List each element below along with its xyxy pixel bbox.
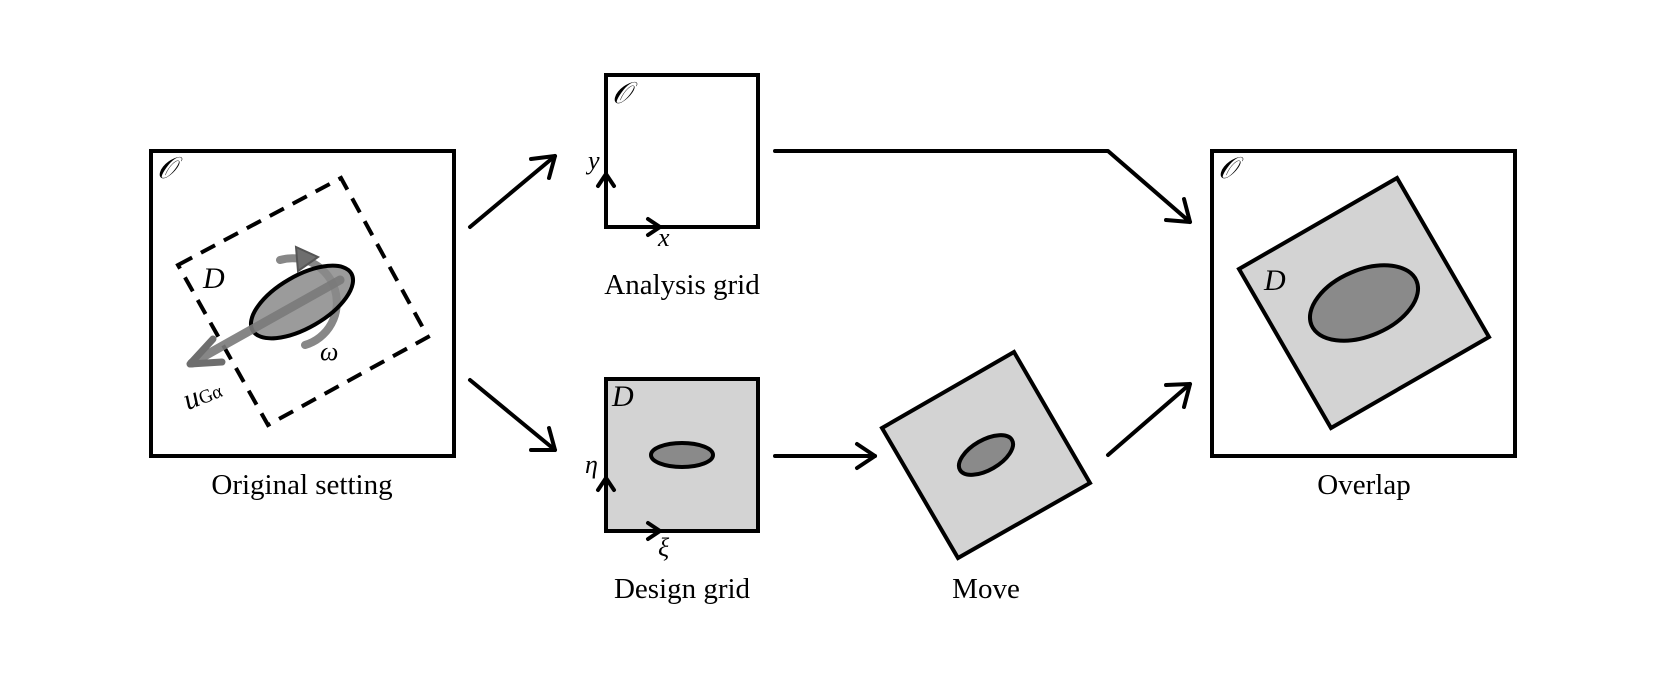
analysis-caption: Analysis grid xyxy=(604,269,760,301)
arrow-original-to-design xyxy=(468,378,557,452)
rotation-arrowhead-icon xyxy=(294,245,321,273)
overlap-outer-box xyxy=(1210,149,1517,458)
arrow-design-to-move xyxy=(773,442,877,470)
design-box xyxy=(604,377,760,533)
original-setting-panel: 𝒪 D ω uGα Original setting xyxy=(149,149,456,501)
analysis-axes-icon xyxy=(596,172,662,237)
original-dashed-domain xyxy=(175,175,431,428)
move-caption: Move xyxy=(952,573,1020,605)
arrow-analysis-to-overlap xyxy=(773,149,1192,224)
move-panel: Move xyxy=(879,349,1093,605)
analysis-axis-x-label: x xyxy=(657,223,670,252)
overlap-body-ellipse xyxy=(1307,263,1421,343)
overlap-domain-d-label: D xyxy=(1263,264,1286,297)
overlap-panel: 𝒪 D Overlap xyxy=(1210,149,1517,501)
velocity-arrow-icon xyxy=(186,275,345,368)
design-caption: Design grid xyxy=(614,573,751,605)
velocity-label: uGα xyxy=(178,372,226,417)
original-domain-d-label: D xyxy=(202,262,225,295)
design-body-ellipse xyxy=(649,441,715,469)
original-outer-box xyxy=(149,149,456,458)
design-axes-icon xyxy=(596,476,662,541)
omega-label: ω xyxy=(320,337,338,366)
arrow-original-to-analysis xyxy=(468,154,557,229)
original-domain-o-label: 𝒪 xyxy=(157,152,183,185)
design-grid-panel: D η ξ Design grid xyxy=(585,377,760,605)
overlap-caption: Overlap xyxy=(1317,469,1410,501)
move-body-ellipse xyxy=(956,433,1016,477)
design-domain-d-label: D xyxy=(611,380,634,413)
analysis-domain-o-label: 𝒪 xyxy=(612,77,638,110)
design-axis-eta-label: η xyxy=(585,450,598,479)
analysis-box xyxy=(604,73,760,229)
overlap-domain-o-label: 𝒪 xyxy=(1218,152,1244,185)
analysis-axis-y-label: y xyxy=(585,146,600,175)
design-axis-xi-label: ξ xyxy=(658,533,670,562)
original-caption: Original setting xyxy=(211,469,392,501)
arrow-move-to-overlap xyxy=(1106,382,1192,457)
analysis-grid-panel: 𝒪 y x Analysis grid xyxy=(585,73,760,301)
